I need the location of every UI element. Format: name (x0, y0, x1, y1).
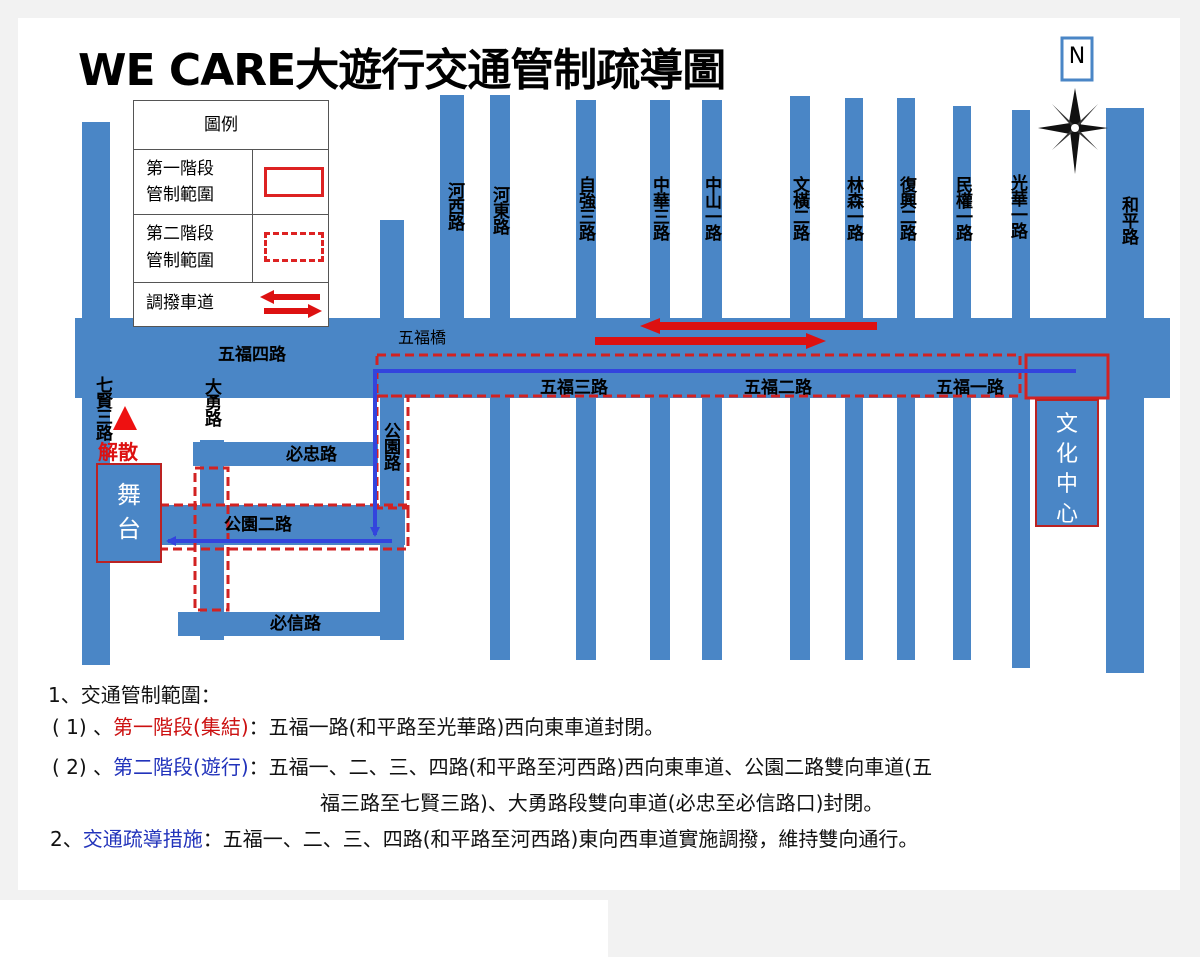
reversible-lane-arrows (595, 318, 877, 349)
label-minquan1: 民權一路 (952, 176, 972, 240)
label-gongyuan2: 公園二路 (224, 515, 292, 535)
note-1b: ( 2) 、第二階段(遊行)：五福一、二、三、四路(和平路至河西路)西向東車道、… (52, 755, 933, 779)
stage-box (96, 463, 162, 563)
label-linsen1: 林森一路 (843, 176, 863, 240)
legend: 圖例 第一階段 管制範圍 第二階段 管制範圍 調撥車道 (133, 100, 329, 327)
legend-heading: 圖例 (204, 115, 238, 135)
label-bixin: 必信路 (270, 614, 321, 634)
note-1a: ( 1) 、第一階段(集結)：五福一路(和平路至光華路)西向東車道封閉。 (52, 715, 665, 739)
culture-center-label: 文化中心 (1055, 412, 1078, 527)
parade-route (166, 369, 1076, 546)
label-wufu-bridge: 五福橋 (398, 328, 447, 347)
note-1-heading: 1、交通管制範圍： (48, 683, 221, 707)
legend-stage1-symbol (264, 167, 324, 197)
label-hedong: 河東路 (489, 186, 509, 234)
legend-stage1-line2: 管制範圍 (146, 185, 214, 205)
label-wufu3: 五福三路 (540, 378, 608, 398)
label-wufu4: 五福四路 (218, 345, 286, 365)
label-dayong: 大勇路 (201, 378, 221, 426)
road-network (75, 95, 1170, 673)
note-1b-continued: 福三路至七賢三路)、大勇路段雙向車道(必忠至必信路口)封閉。 (320, 791, 884, 815)
road-gongyuan2 (150, 505, 405, 545)
road-bixin (178, 612, 403, 636)
label-zhongshan1: 中山一路 (701, 176, 721, 240)
road-wufu-lower (375, 352, 1170, 398)
note-2: 2、交通疏導措施：五福一、二、三、四路(和平路至河西路)東向西車道實施調撥，維持… (50, 827, 919, 851)
page-title: WE CARE大遊行交通管制疏導圖 (78, 45, 726, 96)
north-label: N (1068, 44, 1086, 69)
label-fuxing2: 復興二路 (896, 176, 916, 240)
label-bizhong: 必忠路 (286, 445, 337, 465)
stage-label: 舞台 (117, 481, 141, 543)
road-hexi (440, 95, 464, 340)
label-ziqiang3: 自強三路 (575, 176, 595, 240)
bottom-strip (0, 900, 608, 957)
legend-stage2-line2: 管制範圍 (146, 251, 214, 271)
legend-stage2-symbol (264, 232, 324, 262)
label-qixian3: 七賢三路 (92, 376, 112, 440)
label-guanghua1: 光華一路 (1007, 174, 1027, 238)
road-gongyuan (380, 220, 404, 640)
legend-reversible-arrows-icon (260, 290, 322, 318)
road-bizhong (193, 442, 378, 466)
road-wufu4-link (75, 352, 380, 398)
dismiss-label: 解散 (98, 440, 138, 464)
label-zhonghua3: 中華三路 (649, 176, 669, 240)
culture-center-box (1035, 399, 1099, 527)
label-wufu2: 五福二路 (744, 378, 812, 398)
label-wenheng2: 文橫二路 (789, 176, 809, 240)
label-heping: 和平路 (1118, 196, 1138, 244)
dismiss-triangle-icon (113, 406, 137, 430)
legend-stage2-line1: 第二階段 (146, 224, 214, 244)
label-hexi: 河西路 (444, 182, 464, 230)
stage1-control-zone (1024, 353, 1110, 400)
label-gongyuan: 公園路 (380, 422, 400, 470)
compass-icon (1038, 36, 1108, 174)
legend-reversible: 調撥車道 (146, 293, 214, 313)
label-wufu1: 五福一路 (936, 378, 1004, 398)
legend-stage1-line1: 第一階段 (146, 159, 214, 179)
